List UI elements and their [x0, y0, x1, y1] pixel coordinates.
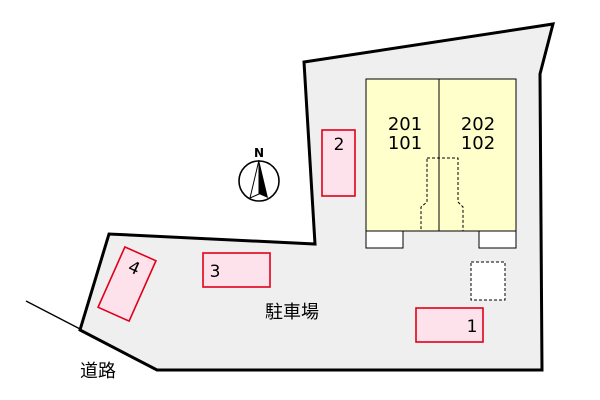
unit-102-label: 102	[461, 133, 495, 154]
parking-space-4: 4	[96, 245, 158, 323]
parking-space-2: 2	[321, 129, 356, 197]
unit-left	[365, 78, 440, 232]
parking-lot-label: 駐車場	[265, 302, 319, 323]
parking-space-1-label: 1	[467, 317, 478, 337]
unit-right	[438, 78, 517, 232]
dashed-square-marker	[470, 261, 506, 301]
unit-101-label: 101	[388, 133, 422, 154]
unit-201-label: 201	[388, 114, 422, 135]
road-edge-line	[25, 300, 83, 331]
unit-left-step	[365, 230, 404, 249]
apartment-building: 201 101 202 102	[365, 78, 517, 249]
parking-space-2-label: 2	[334, 135, 345, 155]
north-arrow-right	[259, 160, 268, 198]
unit-202-label: 202	[461, 114, 495, 135]
parking-space-3-label: 3	[210, 262, 221, 282]
north-compass: N	[238, 146, 280, 202]
unit-right-step	[478, 230, 517, 249]
parking-space-1: 1	[415, 307, 484, 343]
compass-north-label: N	[254, 146, 264, 160]
road-label: 道路	[80, 361, 116, 382]
parking-space-3: 3	[202, 252, 271, 288]
entrance-dashed-outline	[420, 157, 464, 232]
